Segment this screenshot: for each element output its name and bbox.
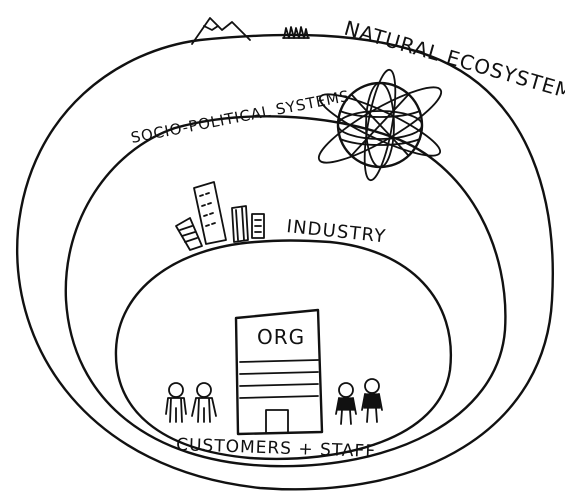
grass-icon <box>282 26 310 39</box>
mountain-icon <box>191 17 251 45</box>
globe-icon <box>317 68 443 182</box>
person-icon <box>335 382 357 425</box>
org-building-icon <box>234 308 324 436</box>
natural-ecosystems-ring <box>15 33 554 491</box>
org-label: ORG <box>257 325 305 349</box>
buildings-icon <box>175 181 265 251</box>
socio-political-ring <box>64 115 507 468</box>
person-icon <box>361 378 383 423</box>
socio-political-label: SOCIO-POLITICAL SYSTEMS <box>129 87 351 147</box>
person-icon <box>191 382 217 423</box>
person-icon <box>165 382 187 423</box>
industry-ring <box>114 239 453 461</box>
